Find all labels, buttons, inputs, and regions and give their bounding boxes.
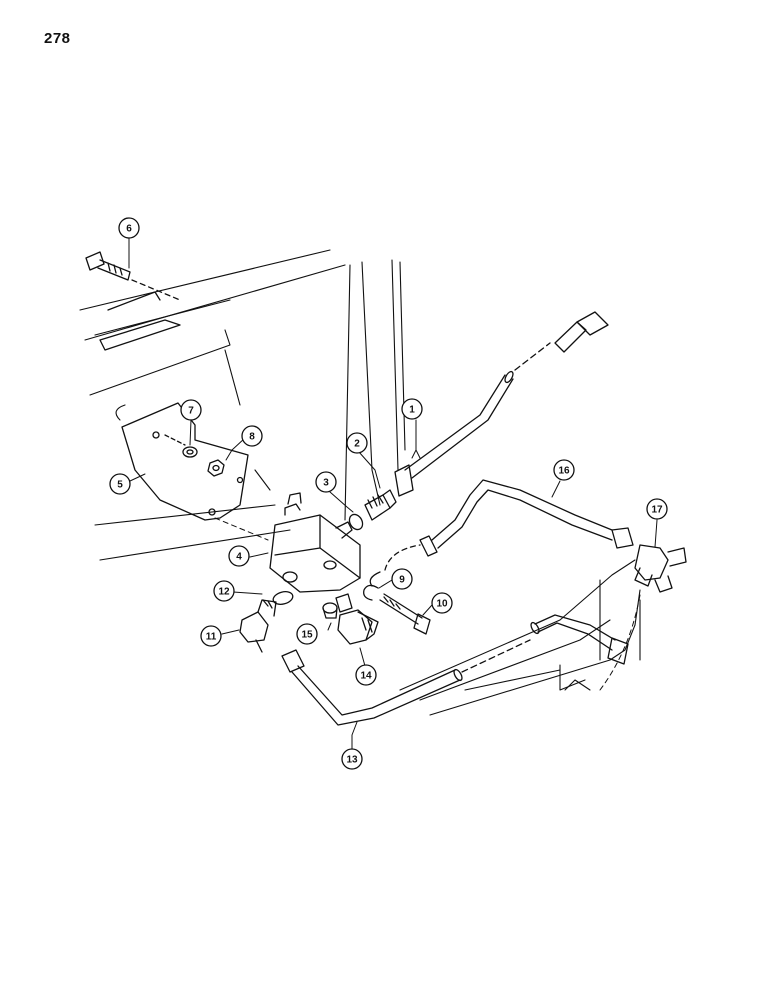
svg-text:3: 3 [323, 478, 329, 489]
svg-text:14: 14 [360, 671, 372, 682]
callout-2: 2 [346, 432, 368, 454]
cap-screw-part [379, 593, 431, 635]
svg-text:6: 6 [126, 224, 132, 235]
callouts: 1 2 3 4 5 6 7 8 9 10 11 12 13 14 15 16 1… [109, 217, 668, 770]
bolt-part [85, 251, 181, 301]
valve-body [269, 492, 361, 593]
dashed-guides [214, 517, 641, 691]
elbow-fitting-11 [239, 599, 277, 653]
svg-text:5: 5 [117, 480, 123, 491]
pipe-13 [281, 614, 629, 726]
svg-text:2: 2 [354, 439, 360, 450]
callout-1: 1 [401, 398, 423, 420]
callout-6: 6 [118, 217, 140, 239]
straight-fitting-part [364, 489, 397, 521]
svg-text:7: 7 [188, 406, 194, 417]
callout-9: 9 [391, 568, 413, 590]
svg-text:9: 9 [399, 575, 405, 586]
svg-text:12: 12 [218, 587, 230, 598]
callout-5: 5 [109, 473, 131, 495]
svg-text:1: 1 [409, 405, 415, 416]
callout-13: 13 [341, 748, 363, 770]
callout-8: 8 [241, 425, 263, 447]
callout-12: 12 [213, 580, 235, 602]
page-number: 278 [44, 30, 71, 47]
svg-text:11: 11 [206, 632, 217, 643]
callout-16: 16 [553, 459, 575, 481]
nut-part [207, 459, 225, 477]
callout-15: 15 [296, 623, 318, 645]
elbow-fitting-14 [335, 593, 379, 645]
tee-fitting [634, 544, 687, 593]
wedge-plate [99, 291, 181, 351]
callout-11: 11 [200, 625, 222, 647]
chassis-frame [79, 249, 641, 716]
callout-3: 3 [315, 471, 337, 493]
o-ring-part [348, 513, 364, 531]
svg-text:10: 10 [436, 599, 448, 610]
callout-10: 10 [431, 592, 453, 614]
washer-part [182, 446, 198, 458]
leader-lines [128, 237, 658, 750]
svg-text:17: 17 [651, 505, 663, 516]
callout-4: 4 [228, 545, 250, 567]
callout-17: 17 [646, 498, 668, 520]
svg-text:4: 4 [236, 552, 242, 563]
svg-text:15: 15 [301, 630, 313, 641]
svg-text:8: 8 [249, 432, 255, 443]
svg-text:13: 13 [346, 755, 358, 766]
callout-7: 7 [180, 399, 202, 421]
pipe-1 [394, 311, 609, 497]
pipe-16 [369, 479, 634, 587]
cap-part [322, 602, 338, 619]
callout-14: 14 [355, 664, 377, 686]
svg-text:16: 16 [558, 466, 570, 477]
o-ring-12-part [272, 591, 294, 605]
mounting-bracket [121, 402, 249, 521]
snap-ring-part [363, 584, 379, 601]
